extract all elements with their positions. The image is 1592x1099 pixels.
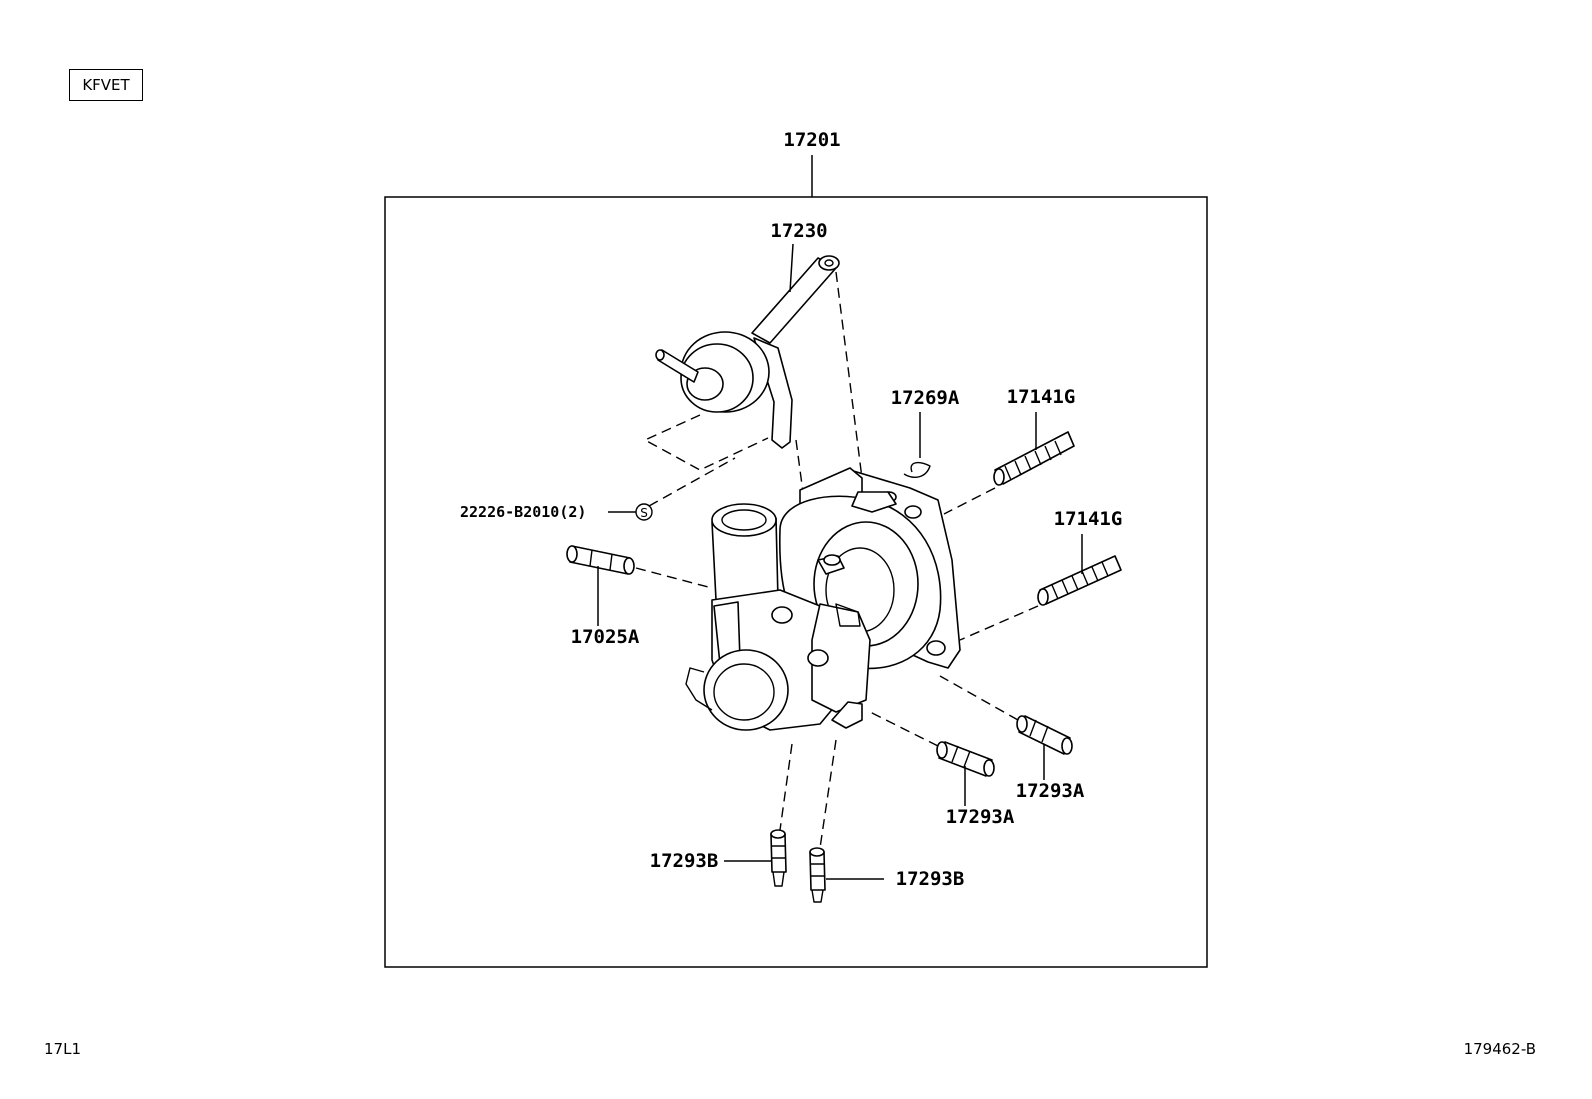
bolt-symbol-circle [635, 503, 653, 521]
guide-stud-mid-right [959, 605, 1039, 641]
label-assembly[interactable]: 17201 [783, 129, 840, 151]
section-code: 17L1 [44, 1040, 81, 1058]
stud-17293b-left [770, 829, 787, 887]
illustration-number: 179462-B [1463, 1040, 1536, 1058]
label-stud-mid-right[interactable]: 17141G [1054, 508, 1123, 530]
guide-rod [835, 271, 867, 511]
label-stud-bottom-left[interactable]: 17293B [650, 850, 719, 872]
stud-17025a [566, 545, 635, 575]
leader-actuator [789, 243, 794, 293]
guide-actuator-mount [643, 414, 769, 471]
turbocharger-body [685, 467, 961, 731]
guide-stud-lower-mid [869, 711, 939, 747]
guide-stud-bottom-right [819, 739, 837, 849]
label-stud-lower-right[interactable]: 17293A [1016, 780, 1085, 802]
guide-stud-top-right [943, 487, 996, 515]
label-clip[interactable]: 17269A [891, 387, 960, 409]
label-stud-left[interactable]: 17025A [571, 626, 640, 648]
label-actuator[interactable]: 17230 [770, 220, 827, 242]
label-stud-top-right[interactable]: 17141G [1007, 386, 1076, 408]
wastegate-actuator [655, 255, 840, 449]
label-stud-lower-mid[interactable]: 17293A [946, 806, 1015, 828]
bolt-symbol: S [640, 506, 648, 520]
guide-stud-lower-right [939, 675, 1019, 721]
stud-17293a-mid [936, 741, 995, 777]
stud-17293b-right [809, 847, 826, 903]
guide-stud-bottom-left [779, 743, 793, 831]
assembly-frame [384, 196, 1208, 968]
stud-17141g-mid [1037, 555, 1122, 606]
guide-stud-left [635, 567, 713, 589]
stud-17293a-right [1016, 715, 1073, 755]
stud-17141g-top [993, 431, 1075, 486]
clip-17269a [903, 461, 931, 478]
guide-bolt [648, 457, 736, 507]
label-bolt[interactable]: 22226-B2010(2) [460, 503, 586, 521]
label-stud-bottom-right[interactable]: 17293B [896, 868, 965, 890]
engine-code-tag: KFVET [69, 69, 143, 101]
